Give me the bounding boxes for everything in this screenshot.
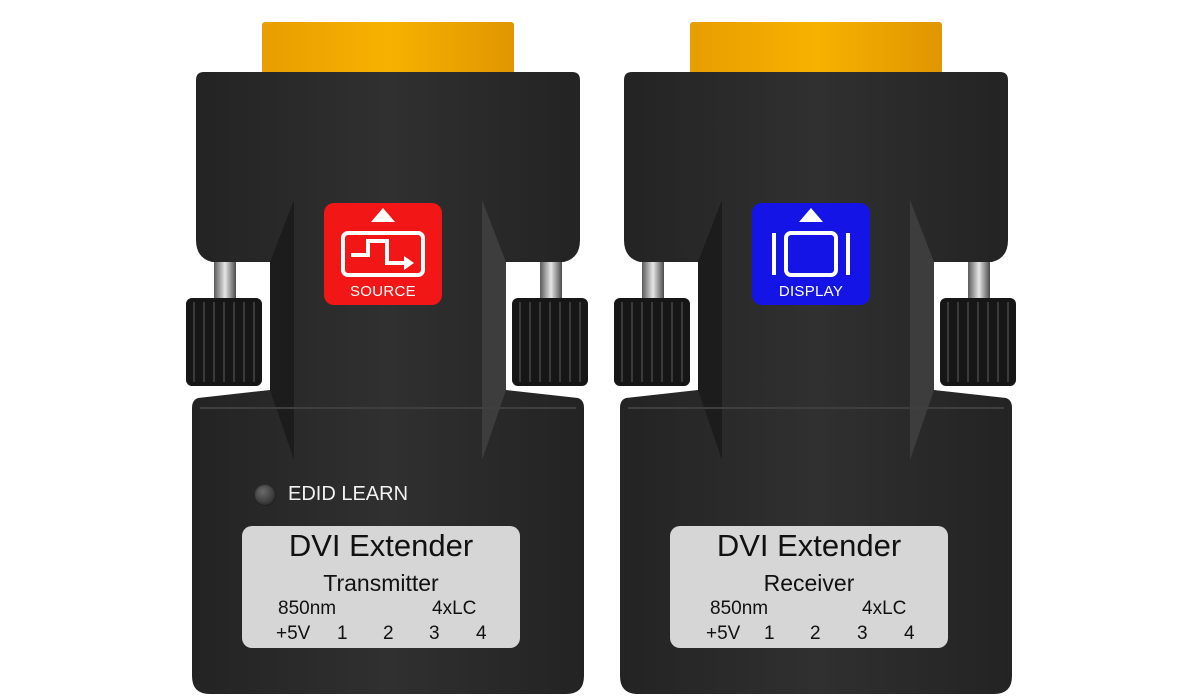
receiver-label-plate: DVI Extender Receiver 850nm 4xLC +5V 1 2… — [670, 526, 948, 648]
wavelength: 850nm — [710, 598, 769, 619]
edid-led — [254, 484, 276, 506]
pin-label: 3 — [429, 623, 440, 644]
product-name: DVI Extender — [288, 528, 474, 563]
pin-label: 3 — [857, 623, 868, 644]
pin-label: 1 — [764, 623, 775, 644]
left-thumbscrew — [186, 298, 262, 386]
pin-label: 2 — [810, 623, 821, 644]
device-role: Transmitter — [323, 570, 439, 596]
connector-type: 4xLC — [432, 598, 477, 619]
source-badge: SOURCE — [324, 203, 442, 305]
device-role: Receiver — [763, 570, 855, 596]
right-thumbscrew — [512, 298, 588, 386]
badge-label: DISPLAY — [778, 283, 844, 300]
pin-label: 4 — [904, 623, 915, 644]
right-thumbscrew — [940, 298, 1016, 386]
wavelength: 850nm — [278, 598, 337, 619]
pin-label: +5V — [276, 623, 311, 644]
dvi-connector — [262, 22, 514, 74]
transmitter-device: SOURCE EDID LEARN DVI Extender Transmitt… — [186, 0, 606, 700]
pin-label: +5V — [706, 623, 741, 644]
left-thumbscrew — [614, 298, 690, 386]
pin-label: 1 — [337, 623, 348, 644]
display-badge: DISPLAY — [752, 203, 870, 305]
transmitter-label-plate: DVI Extender Transmitter 850nm 4xLC +5V … — [242, 526, 520, 648]
edid-label: EDID LEARN — [288, 483, 409, 505]
pin-label: 4 — [476, 623, 487, 644]
badge-label: SOURCE — [350, 283, 416, 300]
dvi-connector — [690, 22, 942, 74]
receiver-device: DISPLAY DVI Extender Receiver 850nm 4xLC… — [614, 0, 1034, 700]
pin-label: 2 — [383, 623, 394, 644]
product-name: DVI Extender — [716, 528, 902, 563]
connector-type: 4xLC — [862, 598, 907, 619]
source-icon — [341, 208, 425, 277]
display-icon — [772, 208, 850, 277]
